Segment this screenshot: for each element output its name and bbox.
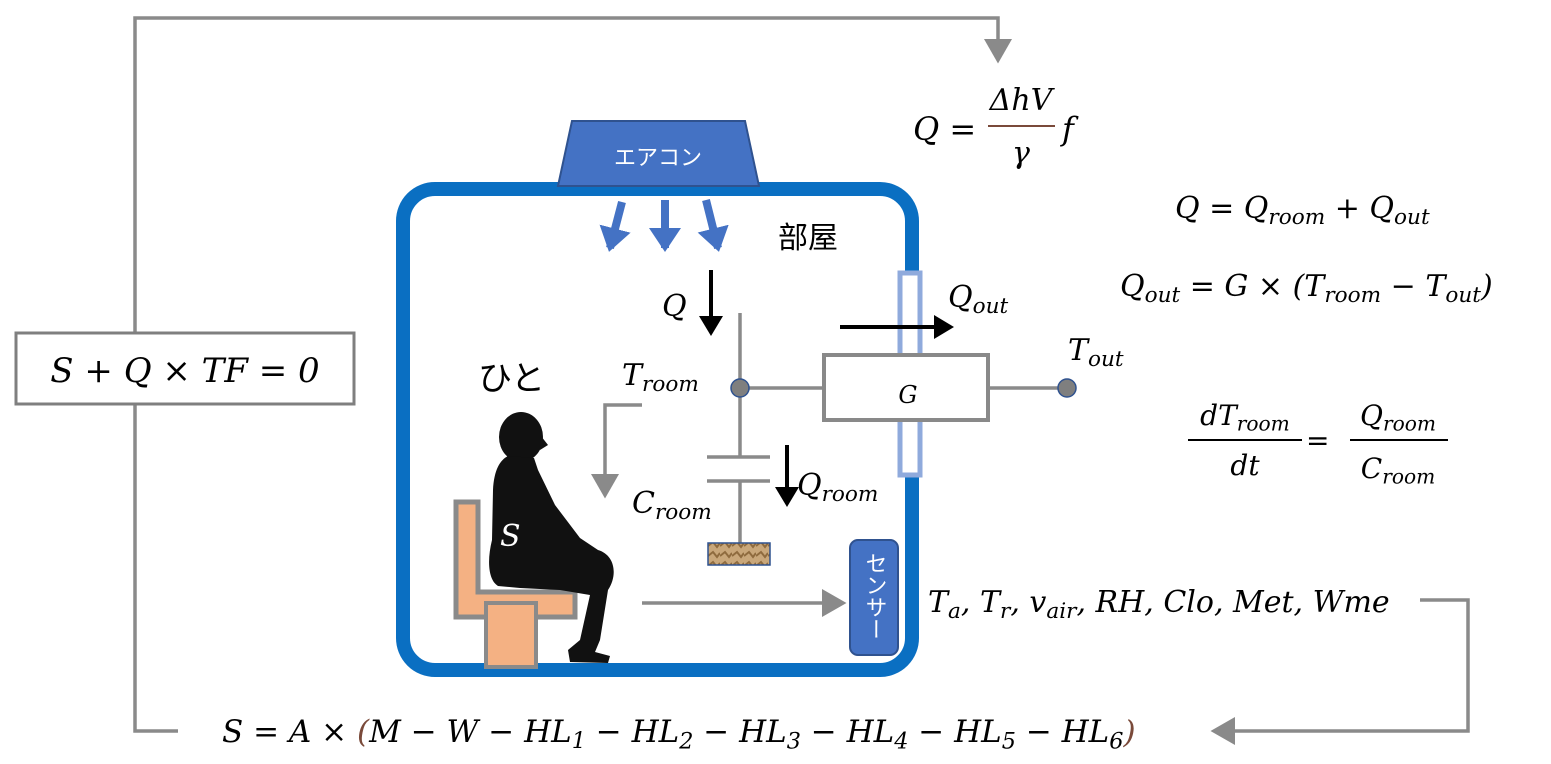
equation-term: γ [1012, 136, 1030, 171]
subscript: 3 [787, 728, 801, 754]
heat-loss-equation: Qout = G × (Troom − Tout) [1120, 269, 1493, 308]
subscript: room [1324, 283, 1381, 308]
subscript: room [822, 482, 879, 507]
control-equation-box [14, 331, 356, 406]
person-label: ひと [478, 359, 545, 399]
equation-term: , v [1010, 585, 1046, 620]
equation-term: − HL [801, 714, 894, 750]
subscript: room [1383, 412, 1436, 436]
equation-term: S + Q × TF = 0 [50, 351, 319, 391]
equation-term: Q = [913, 110, 976, 148]
heat-supply-equation-lhs: Q = [913, 110, 976, 148]
subscript: a [948, 599, 961, 624]
body-heat-balance-equation: S = A × (M − W − HL1 − HL2 − HL3 − HL4 −… [222, 714, 1136, 754]
dT-equals: = [1306, 424, 1329, 457]
equation-term: C [632, 486, 655, 521]
equation-term: ( [357, 714, 370, 750]
equation-term: + Q [1325, 191, 1394, 226]
equation-term: − HL [1016, 714, 1109, 750]
equation-term: ) [1480, 269, 1493, 304]
feedback-line-bottom [133, 404, 178, 733]
t-out-label: Tout [1068, 333, 1124, 372]
heat-supply-factor: f [1060, 110, 1079, 148]
equation-term: S = A × [222, 714, 357, 750]
equation-term: = [1306, 424, 1329, 457]
heat-supply-numerator: ΔhV [989, 83, 1056, 118]
q-label: Q [662, 289, 687, 324]
heat-supply-denominator: γ [1012, 136, 1030, 171]
equation-term: T [928, 585, 950, 620]
feedback-line-top [133, 16, 1012, 332]
seated-person-icon [489, 412, 614, 663]
room-temp-node [730, 378, 750, 398]
subscript: out [1088, 347, 1124, 372]
equation-term: ΔhV [989, 83, 1056, 118]
equation-term: , T [961, 585, 1002, 620]
dT-denominator: dt [1230, 449, 1260, 482]
subscript: air [1046, 599, 1078, 624]
sensor-feedback-line [1210, 598, 1470, 745]
subscript: 4 [893, 728, 908, 754]
dT-rhs-denominator: Croom [1361, 452, 1435, 489]
equation-term: T [1068, 333, 1090, 368]
subscript: room [655, 500, 712, 525]
equation-term: Q [1360, 399, 1383, 432]
control-equation: S + Q × TF = 0 [50, 351, 319, 391]
room-temp-to-person-line [591, 403, 642, 499]
aircon-label: エアコン [614, 146, 702, 171]
subscript: out [1145, 283, 1181, 308]
dT-rhs-numerator: Qroom [1360, 399, 1436, 436]
equation-term: − T [1381, 269, 1447, 304]
subscript: 1 [572, 728, 586, 754]
equation-term: T [622, 358, 644, 393]
equation-term: Q [1120, 269, 1145, 304]
sensor-box [849, 539, 899, 656]
sensor-label: センサー [862, 552, 887, 640]
sensor-variables: Ta, Tr, vair, RH, Clo, Met, Wme [928, 585, 1390, 624]
airflow-arrows [599, 199, 729, 252]
subscript: room [642, 372, 699, 397]
conductance-label: G [898, 381, 917, 409]
airflow-arrow-right [697, 199, 729, 252]
subscript: 6 [1109, 728, 1123, 754]
equation-term: M − W − HL [368, 714, 572, 750]
equation-term: − HL [693, 714, 786, 750]
aircon-unit: エアコン [556, 120, 761, 187]
subscript: out [973, 294, 1009, 319]
outdoor-temp-node [1057, 378, 1077, 398]
equation-term: Q = Q [1175, 191, 1268, 226]
subscript: room [1382, 465, 1435, 489]
subscript: out [1394, 205, 1430, 230]
equation-term: f [1060, 110, 1079, 148]
equation-term: ) [1122, 714, 1135, 750]
q-room-label: Qroom [797, 468, 878, 507]
q-out-label: Qout [948, 280, 1009, 319]
room-label: 部屋 [778, 221, 838, 256]
airflow-arrow-left [599, 200, 631, 252]
subscript: 2 [678, 728, 693, 754]
equation-term: , RH, Clo, Met, Wme [1076, 585, 1389, 620]
body-storage-label: S [500, 519, 521, 554]
subscript: 5 [1002, 728, 1016, 754]
subscript: r [1000, 599, 1012, 624]
subscript: out [1445, 283, 1481, 308]
heat-balance-equation: Q = Qroom + Qout [1175, 191, 1430, 230]
t-room-label: Troom [622, 358, 699, 397]
ground-icon [707, 542, 771, 566]
subscript: room [1237, 412, 1290, 436]
equation-term: Q [948, 280, 973, 315]
dT-numerator: dTroom [1200, 399, 1290, 436]
equation-term: = G × (T [1180, 269, 1326, 304]
equation-term: Q [662, 289, 687, 324]
equation-term: − HL [908, 714, 1001, 750]
equation-term: C [1361, 452, 1382, 485]
subscript: room [1268, 205, 1325, 230]
c-room-label: Croom [632, 486, 712, 525]
equation-term: dT [1200, 399, 1239, 432]
equation-term: Q [797, 468, 822, 503]
equation-term: dt [1230, 449, 1260, 482]
equation-term: − HL [586, 714, 679, 750]
